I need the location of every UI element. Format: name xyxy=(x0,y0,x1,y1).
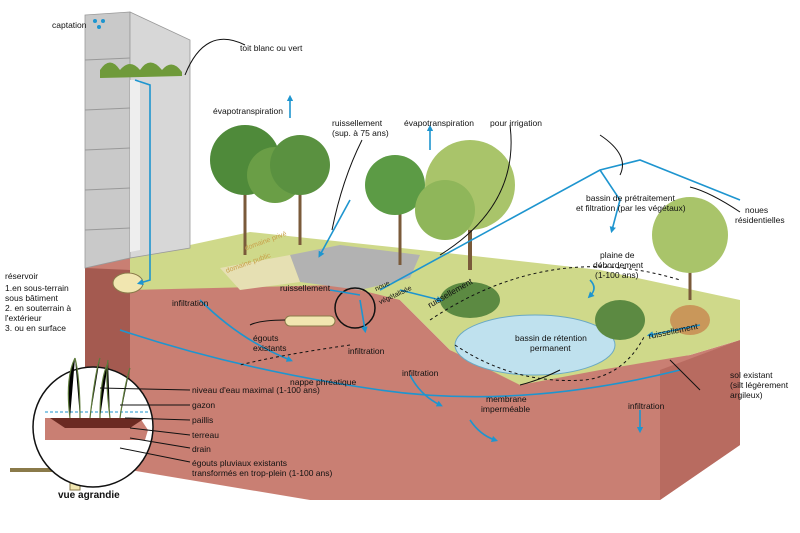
label-reservoir-6: 3. ou en surface xyxy=(5,323,66,333)
label-lawn: gazon xyxy=(192,400,216,410)
shrubs xyxy=(440,282,710,340)
label-drain: drain xyxy=(192,444,211,454)
label-max-water-level: niveau d'eau maximal (1-100 ans) xyxy=(192,385,320,395)
label-enlarged-view: vue agrandie xyxy=(58,490,120,501)
water-flows xyxy=(119,79,741,443)
label-soil-2: (silt légèrement xyxy=(730,380,789,390)
detail-circle xyxy=(334,287,376,329)
label-floodplain-2: débordement xyxy=(593,260,644,270)
label-reservoir-5: l'extérieur xyxy=(5,313,42,323)
leader-lines xyxy=(184,38,741,391)
label-pond-2: permanent xyxy=(530,343,571,353)
label-captation: captation xyxy=(52,20,87,30)
label-topsoil: terreau xyxy=(192,430,219,440)
zoom-detail xyxy=(10,357,191,491)
label-infiltration-4: infiltration xyxy=(628,401,665,411)
underground xyxy=(112,272,376,329)
reservoir-tank xyxy=(112,272,144,294)
tree-big xyxy=(415,140,515,270)
label-infiltration-1: infiltration xyxy=(172,298,209,308)
label-reservoir-2: 1.en sous-terrain xyxy=(5,283,69,293)
label-membrane-1: membrane xyxy=(486,394,527,404)
label-soil-3: argileux) xyxy=(730,390,763,400)
label-swales-1: noues xyxy=(745,205,769,215)
label-floodplain-3: (1-100 ans) xyxy=(595,270,639,280)
tree-center xyxy=(365,155,425,265)
label-floodplain-1: plaine de xyxy=(600,250,635,260)
label-runoff-road: ruissellement xyxy=(280,283,331,293)
label-sewers-2: existants xyxy=(253,343,287,353)
label-pretreatment-1: bassin de prétraitement xyxy=(586,193,675,203)
label-reservoir-3: sous bâtiment xyxy=(5,293,58,303)
label-swales-2: résidentielles xyxy=(735,215,785,225)
label-infiltration-2: infiltration xyxy=(348,346,385,356)
label-mulch: paillis xyxy=(192,415,214,425)
label-reservoir-1: réservoir xyxy=(5,271,39,281)
label-irrigation: pour irrigation xyxy=(490,118,542,128)
sidewalk xyxy=(220,255,300,290)
label-evapo-left: évapotranspiration xyxy=(213,106,283,116)
dashed-lines xyxy=(239,266,681,382)
label-evapo-right: évapotranspiration xyxy=(404,118,474,128)
label-reservoir-4: 2. en souterrain à xyxy=(5,303,72,313)
label-soil-1: sol existant xyxy=(730,370,773,380)
label-sewers-1: égouts xyxy=(253,333,279,343)
label-runoff-sup-2: (sup. à 75 ans) xyxy=(332,128,389,138)
label-storm-sewers-1: égouts pluviaux existants xyxy=(192,458,287,468)
rain-icon xyxy=(93,19,105,29)
green-roof xyxy=(100,62,182,78)
existing-sewer xyxy=(284,315,336,327)
label-pond-1: bassin de rétention xyxy=(515,333,587,343)
tree-right xyxy=(652,197,728,300)
label-runoff-sup-1: ruissellement xyxy=(332,118,383,128)
label-water-table: nappe phréatique xyxy=(290,377,357,387)
trees xyxy=(210,125,728,340)
label-storm-sewers-2: transformés en trop-plein (1-100 ans) xyxy=(192,468,333,478)
label-pretreatment-2: et filtration (par les végétaux) xyxy=(576,203,686,213)
label-membrane-2: imperméable xyxy=(481,404,531,414)
building xyxy=(84,11,191,269)
label-roof: toit blanc ou vert xyxy=(240,43,303,53)
tree-mid-left xyxy=(270,135,330,245)
label-infiltration-3: infiltration xyxy=(402,368,439,378)
